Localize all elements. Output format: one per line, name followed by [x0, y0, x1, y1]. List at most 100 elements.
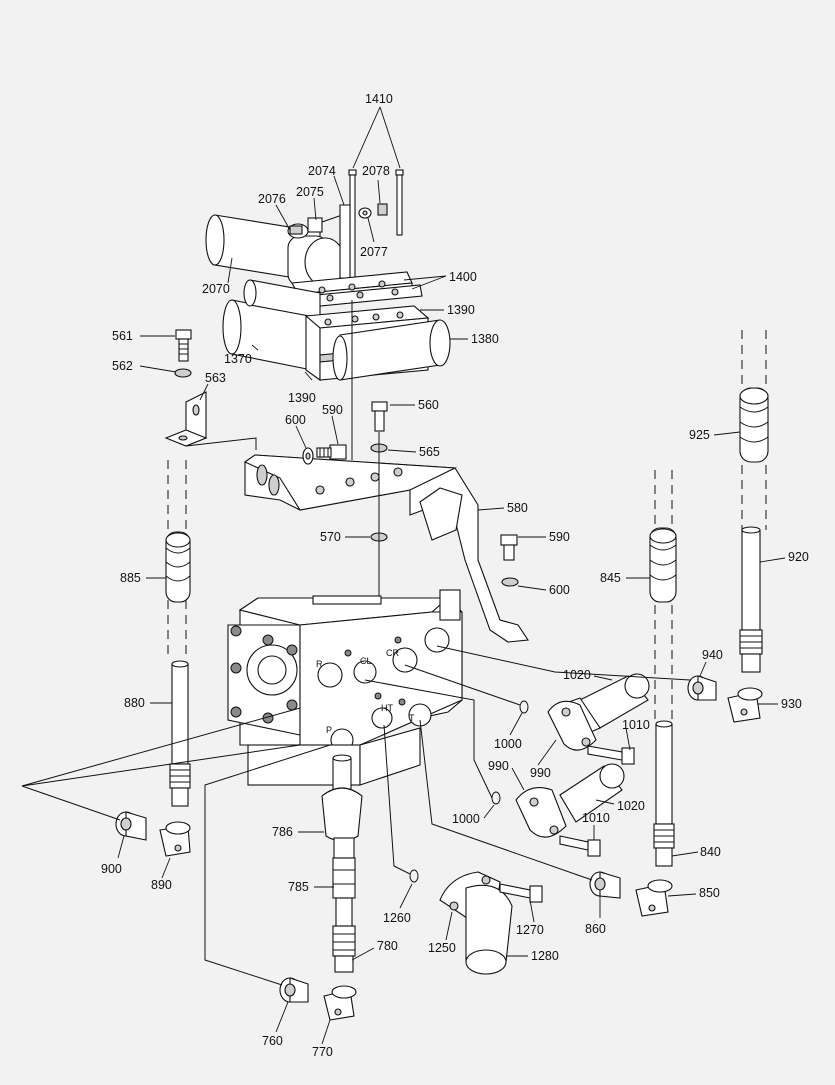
leader-990a	[537, 739, 557, 766]
hose-785	[321, 754, 363, 973]
leader-563	[199, 383, 209, 401]
callout-1010-upper: 1010	[622, 718, 650, 732]
callout-850: 850	[699, 886, 720, 900]
callout-1000-lower: 1000	[452, 812, 480, 826]
elbow-tube-1280	[465, 884, 513, 975]
leader-600b	[517, 585, 547, 591]
callout-1380: 1380	[471, 332, 499, 346]
line-r-to-900	[21, 707, 301, 787]
callout-990-upper-label: 990	[488, 759, 509, 773]
adapter-760	[279, 977, 309, 1003]
oring-1260	[409, 869, 419, 883]
callout-780: 780	[377, 939, 398, 953]
callout-760: 760	[262, 1034, 283, 1048]
leader-2076	[275, 204, 291, 231]
leader-1000b	[483, 804, 495, 819]
line-p-to-760	[204, 744, 331, 986]
callout-1390-lower: 1390	[288, 391, 316, 405]
leader-2077	[367, 217, 375, 243]
callout-1270: 1270	[516, 923, 544, 937]
nut-2078	[377, 203, 388, 216]
leader-925	[713, 431, 741, 436]
leader-2074	[333, 175, 345, 206]
elbow-770	[323, 985, 357, 1021]
line-t-to-860	[419, 719, 593, 881]
callout-1390-upper: 1390	[447, 303, 475, 317]
cylinder-2070	[205, 213, 346, 287]
line-cl-to-1000	[364, 679, 493, 799]
leader-2070	[227, 257, 233, 284]
spiral-guard-885	[165, 531, 191, 603]
callout-600-lower: 600	[549, 583, 570, 597]
port-label-cr: CR	[386, 648, 399, 658]
callout-1000-upper: 1000	[494, 737, 522, 751]
leader-1400	[403, 275, 447, 290]
washer-2077	[358, 207, 372, 219]
callout-880: 880	[124, 696, 145, 710]
leader-2078	[377, 179, 381, 204]
callout-2077: 2077	[360, 245, 388, 259]
shaft-1380	[332, 319, 451, 381]
callout-565: 565	[419, 445, 440, 459]
line-ht-to-1260	[383, 724, 411, 875]
elbow-850	[635, 879, 673, 917]
hose-840	[653, 720, 675, 867]
adapter-860	[589, 871, 621, 899]
leader-1020b	[595, 799, 615, 805]
leader-2075	[313, 197, 317, 221]
callout-2070: 2070	[202, 282, 230, 296]
callout-2078: 2078	[362, 164, 390, 178]
angle-bracket-563	[164, 391, 257, 450]
elbow-930	[727, 687, 763, 723]
callout-1250: 1250	[428, 941, 456, 955]
callout-570: 570	[320, 530, 341, 544]
washer-600-upper	[302, 447, 314, 465]
callout-562: 562	[112, 359, 133, 373]
line-r-to-900b	[21, 785, 121, 821]
line-p-branch	[21, 744, 301, 787]
line-cr-to-1000	[404, 664, 521, 706]
callout-2074: 2074	[308, 164, 336, 178]
port-label-p: P	[326, 725, 332, 735]
leader-562	[139, 365, 177, 373]
callout-563: 563	[205, 371, 226, 385]
leader-1410	[352, 106, 401, 169]
hose-880	[169, 660, 191, 807]
bolt-1410-right	[395, 169, 404, 236]
port-label-ht: HT	[381, 703, 393, 713]
callout-1280: 1280	[531, 949, 559, 963]
washer-600-lower	[501, 577, 519, 587]
leader-920	[759, 557, 786, 563]
shaft-1370	[222, 279, 323, 373]
leader-1370	[251, 344, 259, 351]
callout-925: 925	[689, 428, 710, 442]
leader-940	[699, 661, 707, 677]
leader-1020a	[593, 675, 613, 681]
callout-845: 845	[600, 571, 621, 585]
leader-900	[117, 835, 125, 859]
leader-1260	[399, 883, 413, 909]
callout-1260: 1260	[383, 911, 411, 925]
callout-1400: 1400	[449, 270, 477, 284]
washer-562	[174, 368, 192, 378]
bracket-580	[243, 454, 529, 643]
hose-920	[739, 526, 763, 673]
callout-900: 900	[101, 862, 122, 876]
callout-840: 840	[700, 845, 721, 859]
line-port-to-940	[436, 645, 691, 681]
callout-860: 860	[585, 922, 606, 936]
flange-tube-1020-upper	[547, 673, 650, 751]
spiral-guard-845	[649, 527, 677, 603]
leader-1390b	[304, 371, 313, 381]
callout-770: 770	[312, 1045, 333, 1059]
callout-885: 885	[120, 571, 141, 585]
leader-990b	[511, 767, 525, 791]
leader-1010a	[625, 727, 631, 751]
port-label-t: T	[409, 713, 415, 723]
bolt-561	[175, 329, 192, 362]
bolt-560	[371, 401, 388, 432]
port-label-r: R	[316, 659, 323, 669]
bolt-590-upper	[316, 444, 347, 460]
